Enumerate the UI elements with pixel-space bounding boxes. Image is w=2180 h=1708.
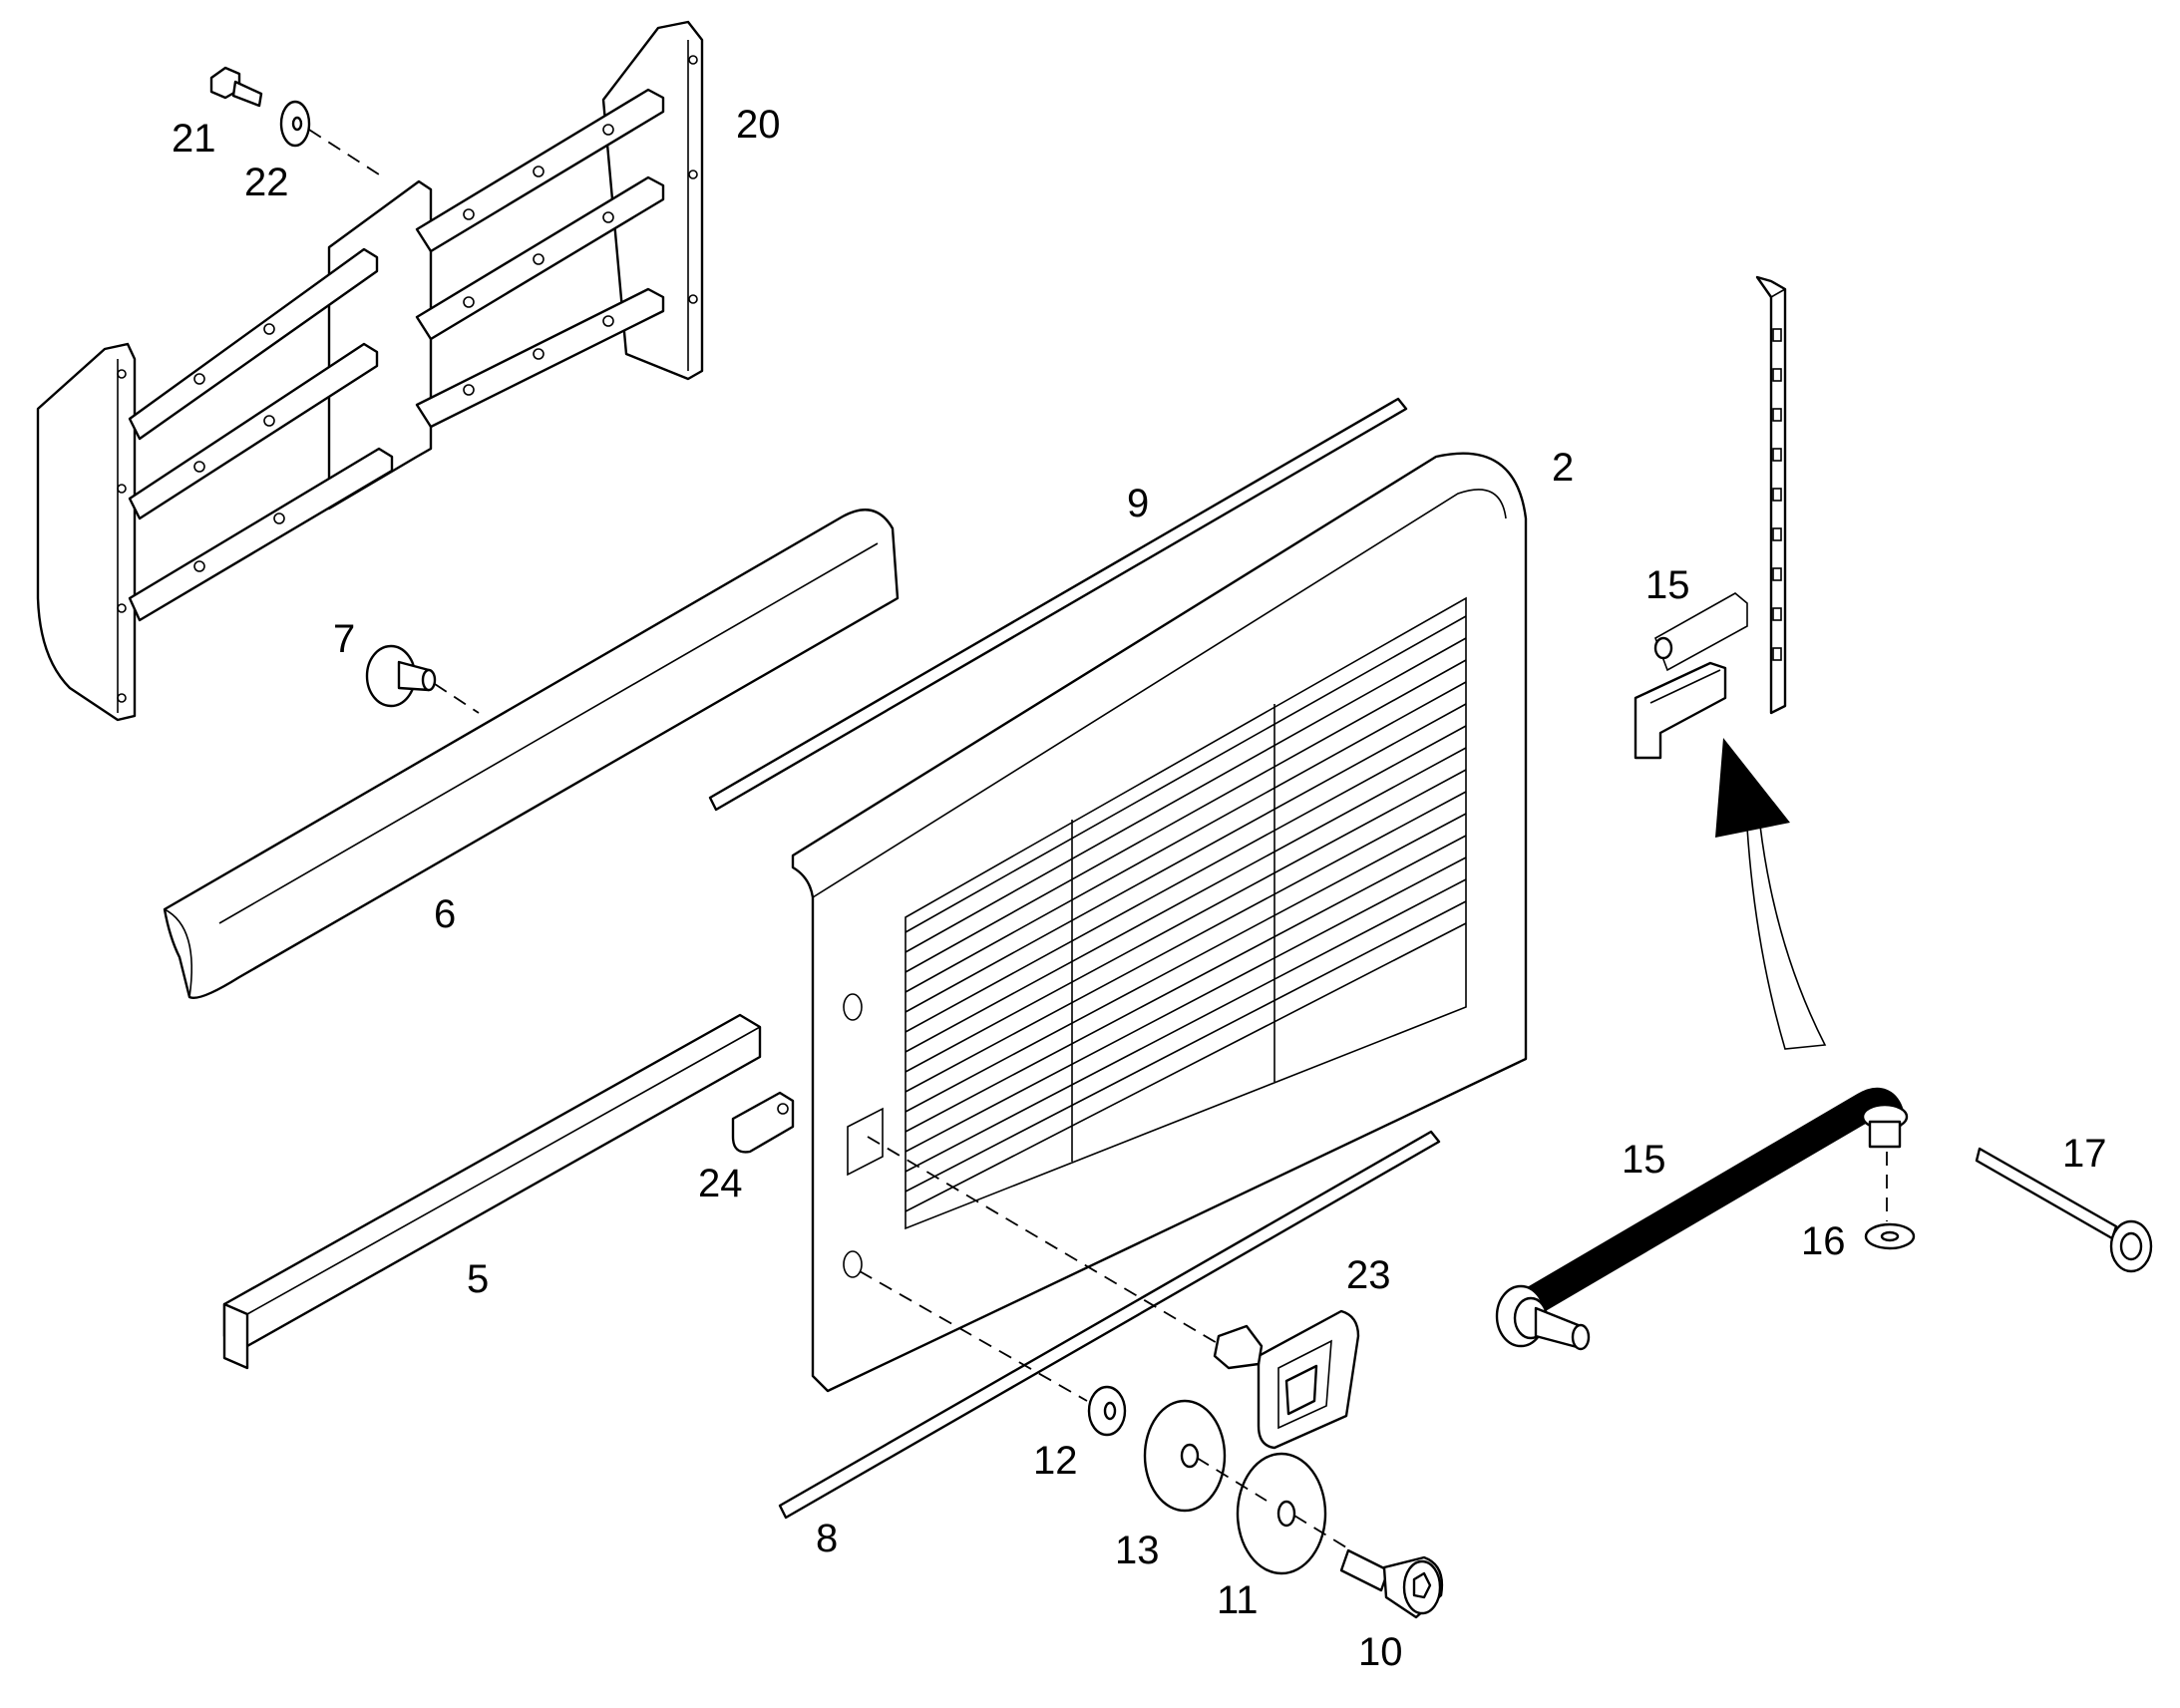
part-2-front-panel — [791, 452, 1528, 1393]
callout-15-lower: 15 — [1622, 1138, 1666, 1182]
callout-17: 17 — [2062, 1132, 2107, 1176]
part-12-washer — [1087, 1385, 1127, 1437]
callout-20: 20 — [736, 103, 781, 147]
part-22-washer — [279, 100, 311, 148]
part-17-split-pin — [1975, 1147, 2153, 1273]
callout-21: 21 — [172, 117, 216, 161]
assembly-line-7 — [434, 683, 480, 714]
part-15-rail-bracket — [1634, 275, 1787, 760]
callout-10: 10 — [1358, 1630, 1403, 1674]
callout-24: 24 — [698, 1162, 743, 1205]
louvre-slats — [905, 615, 1467, 1212]
assembly-line-10 — [1293, 1515, 1347, 1548]
part-5-bar — [222, 1013, 762, 1370]
part-8-seal-strip — [778, 1130, 1441, 1520]
assembly-line-11 — [1196, 1457, 1268, 1502]
part-7-pin — [365, 644, 437, 708]
callout-23: 23 — [1346, 1253, 1391, 1297]
part-20-rack-assembly — [36, 20, 704, 722]
assembly-arrow — [1715, 738, 1827, 1050]
part-11-washer — [1236, 1452, 1327, 1575]
callout-8: 8 — [816, 1517, 838, 1560]
part-13-washer — [1143, 1399, 1227, 1513]
callout-13: 13 — [1115, 1529, 1160, 1572]
callout-11: 11 — [1217, 1578, 1259, 1622]
callout-22: 22 — [244, 161, 289, 204]
part-16-washer — [1864, 1222, 1916, 1250]
callout-labels: 2 5 6 7 8 9 10 11 12 13 15 15 16 17 20 2… — [172, 103, 2107, 1674]
assembly-line-12 — [859, 1270, 1088, 1402]
callout-16: 16 — [1801, 1219, 1846, 1263]
part-24-catch — [731, 1091, 795, 1154]
callout-2: 2 — [1552, 446, 1574, 490]
part-23-lock — [1213, 1309, 1360, 1450]
callout-7: 7 — [333, 617, 355, 661]
assembly-line-22 — [308, 129, 380, 175]
part-21-bolt — [209, 66, 263, 108]
part-15-locking-rod — [1495, 1087, 1909, 1351]
callout-9: 9 — [1127, 482, 1149, 525]
callout-12: 12 — [1033, 1439, 1078, 1483]
callout-5: 5 — [467, 1257, 489, 1301]
part-10-screw — [1339, 1548, 1444, 1619]
callout-15-upper: 15 — [1645, 563, 1690, 607]
callout-6: 6 — [434, 892, 456, 936]
part-6-trim-profile — [163, 509, 900, 999]
part-9-seal-strip — [708, 397, 1408, 812]
